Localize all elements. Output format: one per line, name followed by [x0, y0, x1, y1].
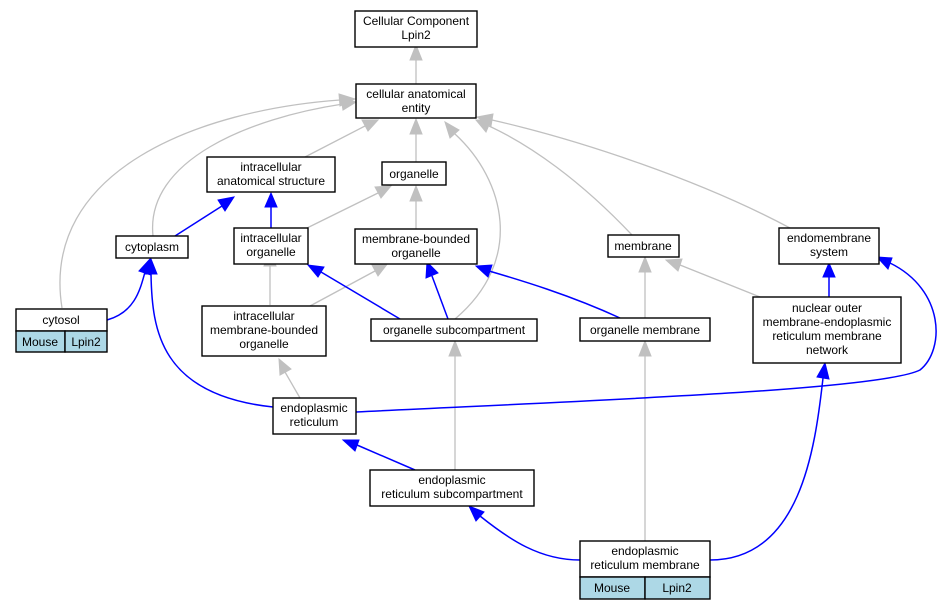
- node-label-line: cellular anatomical: [366, 87, 465, 101]
- edge-osc-to-cae: [444, 120, 501, 320]
- edge-om-to-membrane: [638, 255, 652, 318]
- edge-om-to-mbo: [474, 264, 621, 319]
- edge-io-to-organelle: [304, 185, 393, 230]
- node-endoplasmic-reticulum[interactable]: endoplasmic reticulum: [272, 397, 357, 435]
- node-label-line: entity: [402, 101, 431, 115]
- node-endoplasmic-reticulum-membrane[interactable]: endoplasmic reticulum membrane Mouse Lpi…: [579, 540, 711, 600]
- node-label-line: membrane: [614, 239, 672, 253]
- node-label-line: anatomical structure: [217, 174, 325, 188]
- node-label-line: cytosol: [42, 313, 79, 327]
- edge-er-to-ems: [355, 256, 937, 413]
- annotation-cell-gene: [64, 330, 108, 353]
- node-intracellular-organelle[interactable]: intracellular organelle: [233, 227, 309, 265]
- node-label-line: endoplasmic: [611, 544, 678, 558]
- edge-osc-to-mbo: [425, 260, 449, 320]
- node-label-line: membrane-bounded: [210, 323, 318, 337]
- node-intracellular-anatomical-structure[interactable]: intracellular anatomical structure: [206, 156, 336, 193]
- edge-ersc-to-er: [341, 439, 416, 471]
- edge-nom-to-membrane: [664, 258, 761, 298]
- node-organelle[interactable]: organelle: [381, 161, 447, 186]
- node-label-line: reticulum subcompartment: [381, 487, 523, 501]
- node-label-line: membrane-endoplasmic: [763, 315, 892, 329]
- graph-nodes: Cellular Component Lpin2 cellular anatom…: [15, 10, 902, 600]
- annotation-cell-gene: [644, 576, 711, 600]
- node-label-line: Lpin2: [401, 28, 431, 42]
- node-label-line: intracellular: [233, 309, 294, 323]
- node-membrane-bounded-organelle[interactable]: membrane-bounded organelle: [354, 228, 478, 265]
- node-label-line: Cellular Component: [363, 14, 470, 28]
- node-cellular-anatomical-entity[interactable]: cellular anatomical entity: [355, 83, 477, 119]
- edge-organelle-to-cae: [409, 117, 423, 162]
- node-label-line: intracellular: [240, 231, 301, 245]
- node-label-line: system: [810, 245, 848, 259]
- node-cytoplasm[interactable]: cytoplasm: [115, 235, 189, 259]
- edge-nom-to-ems: [822, 261, 836, 297]
- graph-edges: [59, 43, 937, 561]
- annotation-gene-label: Lpin2: [662, 581, 692, 595]
- edge-er-to-cytoplasm: [144, 257, 274, 408]
- node-label-line: nuclear outer: [792, 301, 862, 315]
- node-organelle-membrane[interactable]: organelle membrane: [579, 317, 711, 342]
- node-membrane[interactable]: membrane: [607, 234, 680, 258]
- node-cytosol[interactable]: cytosol Mouse Lpin2: [15, 308, 108, 353]
- node-label-line: organelle: [391, 246, 441, 260]
- annotation-species-label: Mouse: [22, 335, 58, 349]
- edge-ias-to-cae: [304, 119, 380, 158]
- node-intracellular-membrane-bounded-organelle[interactable]: intracellular membrane-bounded organelle: [201, 305, 327, 357]
- node-cellular-component-root[interactable]: Cellular Component Lpin2: [354, 10, 478, 48]
- edge-erm-to-om: [638, 339, 652, 541]
- node-label-line: reticulum: [290, 415, 339, 429]
- node-label-line: organelle subcompartment: [383, 323, 526, 337]
- node-label-line: reticulum membrane: [590, 558, 700, 572]
- node-organelle-subcompartment[interactable]: organelle subcompartment: [370, 318, 538, 342]
- node-label-line: reticulum membrane: [772, 329, 882, 343]
- node-nuclear-outer-membrane-er-network[interactable]: nuclear outer membrane-endoplasmic retic…: [752, 296, 902, 364]
- annotation-species-label: Mouse: [594, 581, 630, 595]
- edge-osc-to-io: [306, 264, 401, 320]
- edge-cytosol-to-cytoplasm: [106, 257, 152, 321]
- edge-ems-to-cae: [475, 113, 791, 229]
- node-label-line: endomembrane: [787, 231, 871, 245]
- node-label-line: organelle: [239, 337, 289, 351]
- node-label-line: organelle: [246, 245, 296, 259]
- node-label-line: endoplasmic: [418, 473, 485, 487]
- node-endomembrane-system[interactable]: endomembrane system: [778, 227, 880, 265]
- annotation-gene-label: Lpin2: [71, 335, 101, 349]
- node-label-line: intracellular: [240, 160, 301, 174]
- node-label-line: network: [806, 343, 849, 357]
- node-label-line: cytoplasm: [125, 240, 179, 254]
- edge-cae-to-root: [409, 43, 423, 84]
- node-label-line: endoplasmic: [280, 401, 347, 415]
- node-label-line: organelle: [389, 167, 439, 181]
- edge-ersc-to-osc: [448, 339, 462, 470]
- edge-er-to-imbo: [278, 357, 301, 399]
- node-endoplasmic-reticulum-subcompartment[interactable]: endoplasmic reticulum subcompartment: [369, 469, 535, 507]
- edge-mbo-to-organelle: [409, 184, 423, 229]
- node-label-line: organelle membrane: [590, 323, 700, 337]
- edge-erm-to-ersc: [468, 505, 581, 561]
- edge-io-to-ias: [264, 191, 278, 228]
- edge-cytosol-to-cae: [59, 93, 357, 309]
- edge-erm-to-nom: [709, 361, 830, 561]
- edge-cytoplasm-to-ias: [174, 196, 236, 237]
- node-label-line: membrane-bounded: [362, 232, 470, 246]
